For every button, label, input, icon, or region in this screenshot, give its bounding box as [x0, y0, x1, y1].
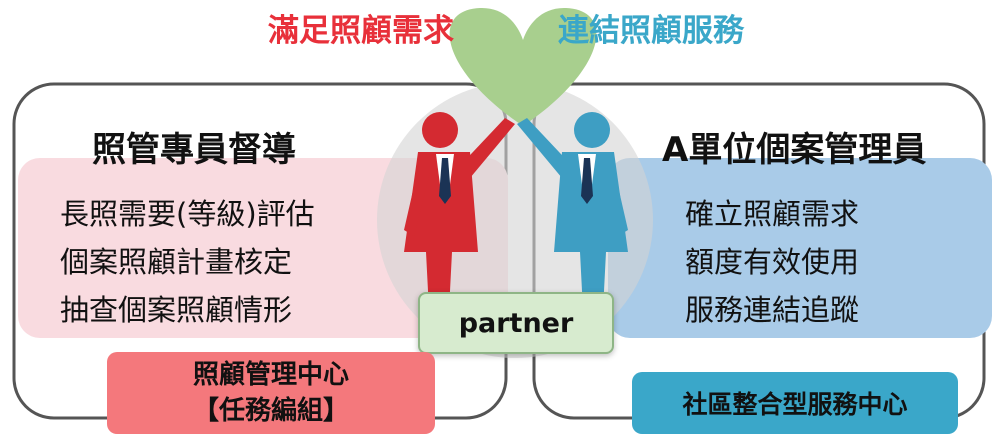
right-task-item: 服務連結追蹤 [685, 293, 860, 327]
org-left-line2: 【任務編組】 [192, 396, 349, 426]
slogan-left: 滿足照顧需求 [268, 13, 454, 49]
org-label-right: 社區整合型服務中心 [632, 372, 958, 434]
right-task-list: 確立照顧需求 額度有效使用 服務連結追蹤 [685, 190, 859, 334]
left-task-item: 個案照顧計畫核定 [60, 245, 293, 279]
left-task-item: 抽查個案照顧情形 [60, 293, 293, 327]
org-left-line1: 照顧管理中心 [192, 360, 349, 390]
heart-icon [449, 7, 597, 127]
businessman-blue-icon [517, 112, 628, 330]
left-role-title: 照管專員督導 [92, 130, 296, 170]
right-task-item: 確立照顧需求 [685, 197, 860, 231]
right-role-title: A單位個案管理員 [662, 130, 927, 170]
businessman-red-icon [404, 112, 515, 330]
org-label-left: 照顧管理中心 【任務編組】 [107, 352, 435, 434]
right-panel-band [608, 158, 992, 338]
right-task-item: 額度有效使用 [685, 245, 860, 279]
slogan-right: 連結照顧服務 [558, 13, 744, 49]
partner-badge: partner [418, 292, 614, 354]
left-task-item: 長照需要(等級)評估 [60, 197, 315, 231]
left-task-list: 長照需要(等級)評估 個案照顧計畫核定 抽查個案照顧情形 [60, 190, 315, 334]
